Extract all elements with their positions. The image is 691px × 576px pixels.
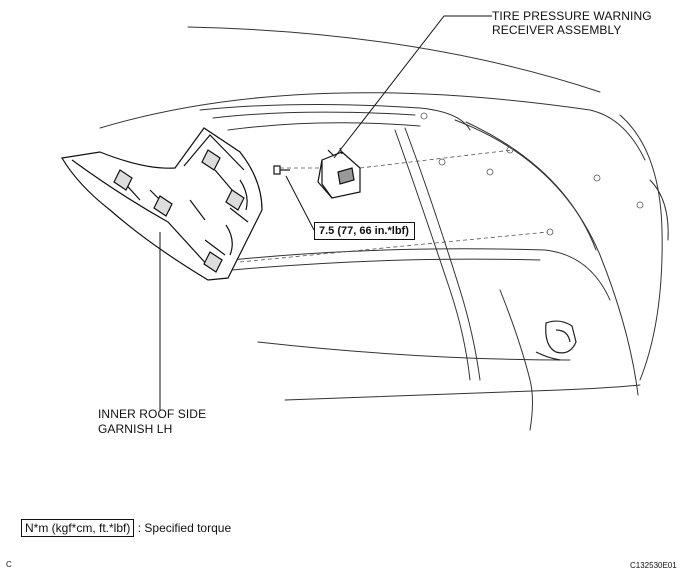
inner-roof-label-line1: INNER ROOF SIDE bbox=[98, 407, 207, 421]
tire-pressure-label-line1: TIRE PRESSURE WARNING bbox=[492, 9, 652, 23]
leader-lines bbox=[159, 15, 492, 410]
inner-roof-side-garnish bbox=[61, 127, 263, 281]
footer-left-code: C bbox=[6, 560, 12, 569]
footer-right-code: C132530E01 bbox=[630, 561, 677, 570]
vehicle-body-outline bbox=[99, 26, 669, 431]
tire-pressure-receiver bbox=[317, 147, 361, 199]
torque-legend: N*m (kgf*cm, ft.*lbf) : Specified torque bbox=[21, 519, 232, 537]
clip-markers bbox=[420, 112, 644, 236]
bolt-icon bbox=[273, 165, 290, 175]
legend-separator: : bbox=[137, 521, 142, 535]
alignment-lines bbox=[239, 149, 549, 263]
door-handle bbox=[535, 320, 577, 361]
inner-roof-label-line2: GARNISH LH bbox=[98, 422, 173, 436]
legend-unit-box: N*m (kgf*cm, ft.*lbf) bbox=[21, 519, 135, 537]
legend-description: Specified torque bbox=[144, 521, 232, 535]
torque-value-box: 7.5 (77, 66 in.*lbf) bbox=[314, 222, 415, 240]
tire-pressure-label-line2: RECEIVER ASSEMBLY bbox=[492, 23, 622, 37]
